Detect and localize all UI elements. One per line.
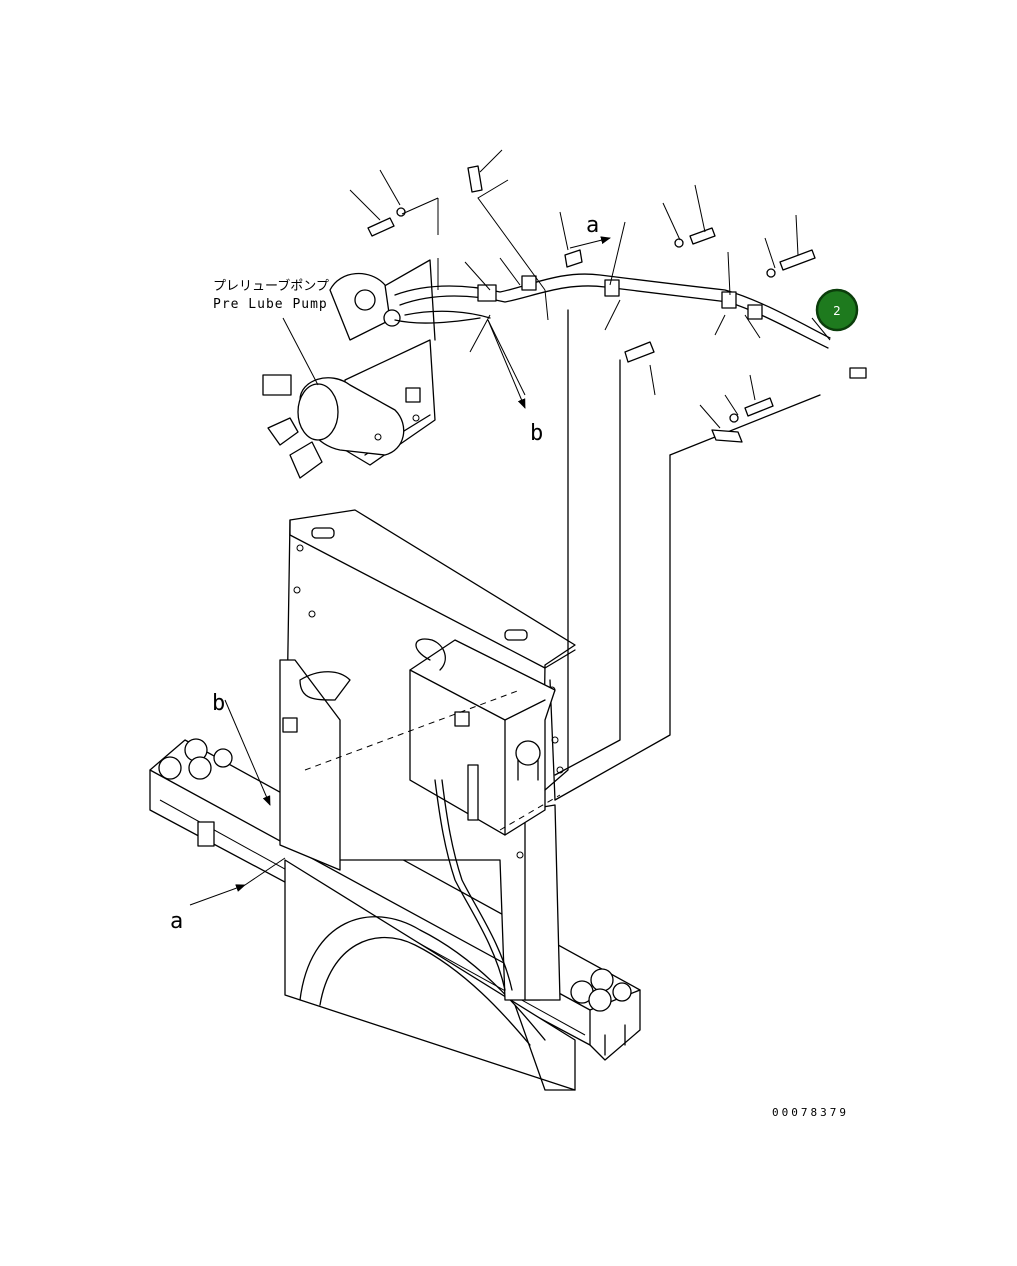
drawing-number: 00078379 [772,1106,849,1119]
pump-label-jp: プレリューブポンプ [213,278,329,294]
ref-a-top: a [586,213,599,238]
ref-b-top: b [530,421,543,446]
pre-lube-pump [262,259,436,479]
routing-lines [544,309,821,801]
leader-lines [282,149,831,429]
base-bolts-right [570,968,632,1056]
ref-a-bottom: a [170,909,183,934]
reservoir-tank [409,638,556,991]
hose-assembly [394,249,867,443]
part-callout-2[interactable]: 2 [815,288,859,332]
ref-b-bottom: b [212,691,225,716]
base-bolts-left [158,738,233,780]
callout-number: 2 [833,304,841,318]
bolts-washers [367,165,816,423]
pump-label-en: Pre Lube Pump [213,297,328,312]
